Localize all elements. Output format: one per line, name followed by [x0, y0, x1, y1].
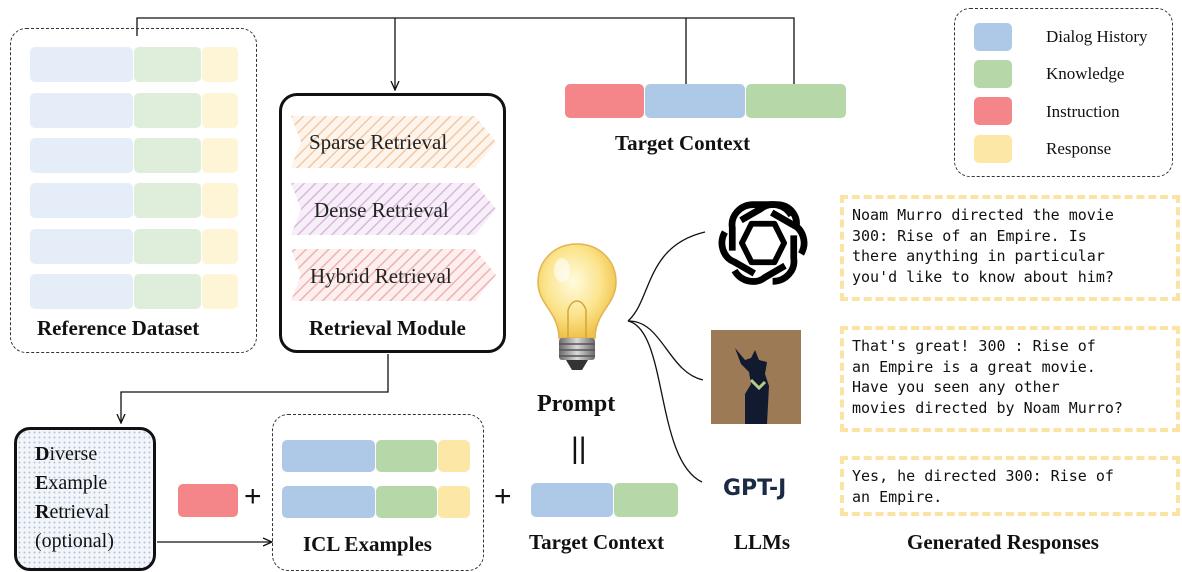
der-line-4: (optional) — [35, 530, 114, 552]
icl-example-2-response — [438, 486, 470, 518]
icl-example-1-knowledge — [376, 440, 437, 472]
lightbulb-icon — [537, 243, 617, 370]
legend-box — [954, 8, 1173, 177]
reference-row-4-segment-3 — [202, 183, 238, 218]
reference-row-5-segment-2 — [134, 229, 201, 264]
reference-row-5-segment-1 — [30, 229, 133, 264]
generated-response-1: Noam Murro directed the movie 300: Rise … — [840, 195, 1180, 301]
reference-row-5-segment-3 — [202, 229, 238, 264]
legend-swatch-response — [974, 135, 1012, 163]
target-context-knowledge-segment — [746, 84, 846, 118]
reference-row-6-segment-3 — [202, 274, 238, 309]
reference-row-1-segment-2 — [134, 47, 201, 82]
retrieval-module-label: Retrieval Module — [309, 316, 466, 340]
reference-row-1-segment-3 — [202, 47, 238, 82]
instruction-block — [178, 484, 238, 517]
prompt-label: Prompt — [537, 391, 616, 417]
plus-sign-2: + — [494, 480, 512, 513]
top-connector — [136, 17, 795, 85]
icl-examples-label: ICL Examples — [303, 532, 432, 556]
reference-row-2-segment-2 — [134, 93, 201, 128]
llm-branch-1 — [627, 231, 706, 322]
openai-logo-icon — [718, 201, 808, 285]
equals-sign: || — [571, 432, 587, 465]
sparse-retrieval-chevron — [291, 116, 496, 168]
legend-label-dialog-history: Dialog History — [1046, 27, 1148, 46]
sparse-retrieval-label: Sparse Retrieval — [309, 130, 448, 154]
reference-row-2-segment-3 — [202, 93, 238, 128]
reference-row-3-segment-2 — [134, 138, 201, 173]
legend-swatch-dialog-history — [974, 23, 1012, 51]
reference-row-6-segment-1 — [30, 274, 133, 309]
generated-response-3: Yes, he directed 300: Rise of an Empire. — [840, 456, 1180, 516]
target-context-dialog-segment — [645, 84, 745, 118]
target-context-top-label: Target Context — [615, 131, 751, 155]
reference-row-6-segment-2 — [134, 274, 201, 309]
reference-row-3-segment-1 — [30, 138, 133, 173]
dense-retrieval-label: Dense Retrieval — [314, 198, 449, 222]
icl-example-1-dialog — [282, 440, 375, 472]
legend-swatch-instruction — [974, 97, 1012, 125]
llm-branch-3 — [627, 320, 703, 483]
hybrid-retrieval-chevron — [291, 249, 496, 301]
llama-logo-icon — [711, 330, 801, 424]
target-context-bottom-dialog — [531, 483, 613, 517]
llm-branch-2 — [627, 320, 704, 381]
legend-label-instruction: Instruction — [1046, 102, 1120, 121]
icl-examples-box — [272, 414, 484, 571]
target-context-instruction-segment — [565, 84, 644, 118]
icl-example-1-response — [438, 440, 470, 472]
reference-dataset-label: Reference Dataset — [37, 316, 200, 340]
legend-label-response: Response — [1046, 139, 1112, 158]
der-line-3: Retrieval — [35, 501, 110, 523]
dense-retrieval-chevron — [291, 183, 496, 235]
icl-example-2-knowledge — [376, 486, 437, 518]
reference-row-1-segment-1 — [30, 47, 133, 82]
legend-label-knowledge: Knowledge — [1046, 64, 1125, 83]
reference-row-3-segment-3 — [202, 138, 238, 173]
target-context-bottom-label: Target Context — [529, 530, 665, 554]
icl-example-2-dialog — [282, 486, 375, 518]
reference-row-4-segment-2 — [134, 183, 201, 218]
generated-response-2: That's great! 300 : Rise of an Empire is… — [840, 326, 1180, 432]
gptj-logo: GPT-J — [723, 476, 787, 501]
reference-row-4-segment-1 — [30, 183, 133, 218]
plus-sign-1: + — [244, 480, 262, 513]
hybrid-retrieval-label: Hybrid Retrieval — [310, 264, 452, 288]
legend-swatch-knowledge — [974, 60, 1012, 88]
llms-label: LLMs — [734, 530, 791, 554]
generated-responses-label: Generated Responses — [907, 530, 1099, 554]
reference-dataset-box — [10, 28, 257, 353]
der-line-1: Diverse — [35, 443, 98, 465]
retrieval-module-box — [279, 93, 506, 353]
reference-row-2-segment-1 — [30, 93, 133, 128]
target-context-bottom-knowledge — [614, 483, 678, 517]
arrow-to-der — [121, 354, 389, 423]
der-line-2: Example — [35, 472, 108, 494]
diverse-example-retrieval-box: Diverse Example Retrieval (optional) — [14, 427, 156, 571]
